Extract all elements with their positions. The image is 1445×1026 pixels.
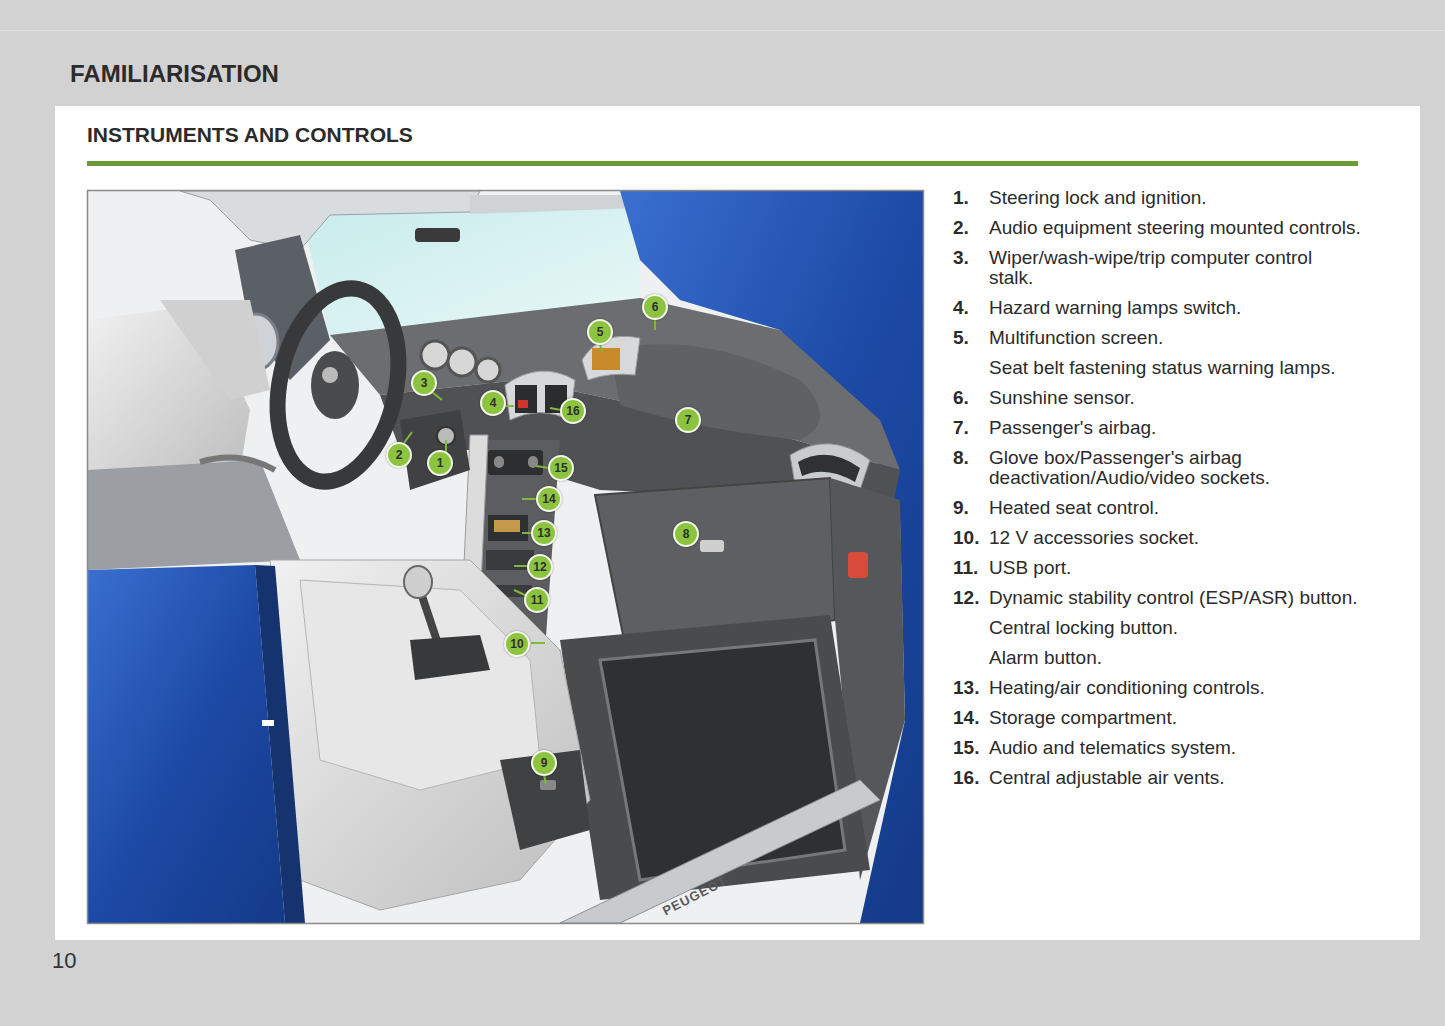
item-number: 16. [953,768,989,788]
item-text: USB port. [989,558,1361,578]
item-number: 7. [953,418,989,438]
item-number: 8. [953,448,989,488]
callout-number: 1 [427,450,453,476]
item-number [953,618,989,638]
list-item: 3.Wiper/wash-wipe/trip computer control … [953,248,1373,288]
item-text: Passenger's airbag. [989,418,1361,438]
list-item: 2.Audio equipment steering mounted contr… [953,218,1373,238]
item-text: Audio and telematics system. [989,738,1361,758]
item-number: 11. [953,558,989,578]
callout-number: 7 [675,407,701,433]
item-number: 10. [953,528,989,548]
list-item: 8.Glove box/Passenger's airbag deactivat… [953,448,1373,488]
item-number: 4. [953,298,989,318]
item-text: Central adjustable air vents. [989,768,1361,788]
list-item: Alarm button. [953,648,1373,668]
item-number: 3. [953,248,989,288]
item-text: Heating/air conditioning controls. [989,678,1361,698]
page-number: 10 [52,948,76,974]
item-list: 1.Steering lock and ignition.2.Audio equ… [953,188,1373,798]
list-item: Central locking button. [953,618,1373,638]
item-text: Seat belt fastening status warning lamps… [989,358,1361,378]
list-item: 6.Sunshine sensor. [953,388,1373,408]
item-text: Steering lock and ignition. [989,188,1361,208]
list-item: 4.Hazard warning lamps switch. [953,298,1373,318]
list-item: Seat belt fastening status warning lamps… [953,358,1373,378]
item-text: Wiper/wash-wipe/trip computer control st… [989,248,1361,288]
callout-number: 15 [548,455,574,481]
item-number: 9. [953,498,989,518]
callout-number: 16 [560,398,586,424]
list-item: 10.12 V accessories socket. [953,528,1373,548]
item-text: Alarm button. [989,648,1361,668]
list-item: 16.Central adjustable air vents. [953,768,1373,788]
list-item: 13.Heating/air conditioning controls. [953,678,1373,698]
list-item: 1.Steering lock and ignition. [953,188,1373,208]
item-text: 12 V accessories socket. [989,528,1361,548]
callout-number: 11 [524,587,550,613]
item-number: 12. [953,588,989,608]
list-item: 12.Dynamic stability control (ESP/ASR) b… [953,588,1373,608]
list-item: 7.Passenger's airbag. [953,418,1373,438]
callout-number: 10 [504,631,530,657]
list-item: 14.Storage compartment. [953,708,1373,728]
list-item: 15.Audio and telematics system. [953,738,1373,758]
item-text: Glove box/Passenger's airbag deactivatio… [989,448,1361,488]
item-number: 1. [953,188,989,208]
callout-number: 3 [411,370,437,396]
list-item: 9.Heated seat control. [953,498,1373,518]
item-text: Dynamic stability control (ESP/ASR) butt… [989,588,1361,608]
item-text: Multifunction screen. [989,328,1361,348]
item-number [953,358,989,378]
item-text: Sunshine sensor. [989,388,1361,408]
item-number: 6. [953,388,989,408]
item-number: 5. [953,328,989,348]
callout-number: 6 [642,294,668,320]
callout-number: 4 [480,390,506,416]
callout-number: 12 [527,554,553,580]
item-text: Audio equipment steering mounted control… [989,218,1361,238]
list-item: 11.USB port. [953,558,1373,578]
section-title: INSTRUMENTS AND CONTROLS [87,123,413,147]
chapter-heading: FAMILIARISATION [70,60,279,88]
callout-number: 13 [531,520,557,546]
item-number: 15. [953,738,989,758]
item-number: 14. [953,708,989,728]
item-text: Hazard warning lamps switch. [989,298,1361,318]
item-number: 13. [953,678,989,698]
callout-number: 5 [587,319,613,345]
list-item: 5.Multifunction screen. [953,328,1373,348]
callout-number: 9 [531,750,557,776]
item-number [953,648,989,668]
callout-number: 8 [673,521,699,547]
callout-number: 14 [536,486,562,512]
callout-number: 2 [386,442,412,468]
item-number: 2. [953,218,989,238]
item-text: Heated seat control. [989,498,1361,518]
item-text: Central locking button. [989,618,1361,638]
item-text: Storage compartment. [989,708,1361,728]
